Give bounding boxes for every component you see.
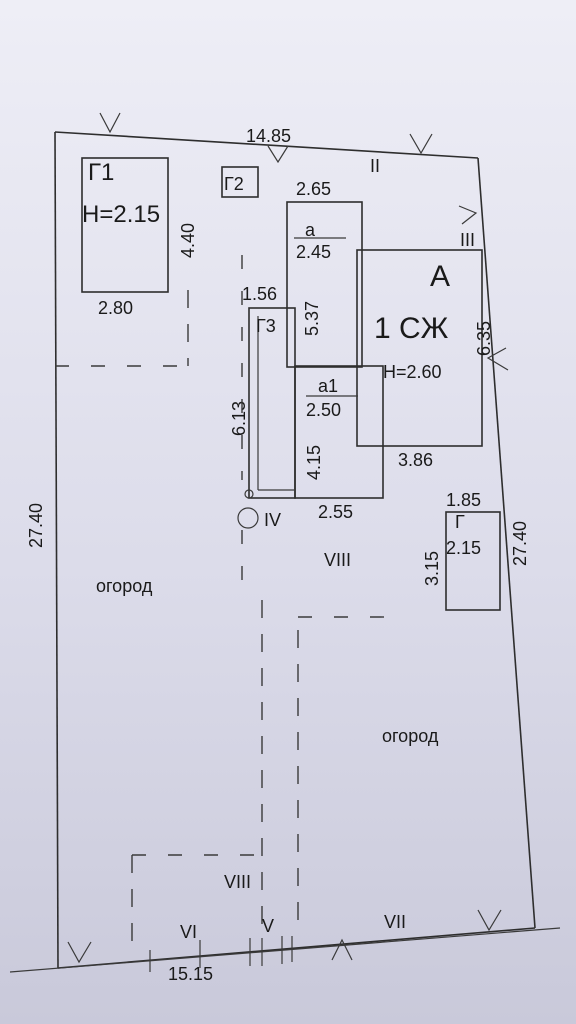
dashed-dividers xyxy=(55,255,400,945)
g1-depth: 4.40 xyxy=(178,223,198,258)
a1-depth: 4.15 xyxy=(304,445,324,480)
g-label: Г xyxy=(455,512,465,532)
plot-top-width: 14.85 xyxy=(246,126,291,146)
g-value: 2.15 xyxy=(446,538,481,558)
extension-a1: а1 2.50 4.15 2.55 xyxy=(294,365,384,522)
g3-label: Г3 xyxy=(256,316,276,336)
marker-vi: VI xyxy=(180,922,197,942)
plot-boundary xyxy=(9,131,561,973)
extension-a: 2.65 а 2.45 5.37 xyxy=(286,179,363,368)
g3-depth: 6.13 xyxy=(229,401,249,436)
marker-ii: II xyxy=(370,156,380,176)
g1-width: 2.80 xyxy=(98,298,133,318)
g-depth: 3.15 xyxy=(422,551,442,586)
garden-right-label: огород xyxy=(382,726,439,746)
plot-right-length: 27.40 xyxy=(510,521,530,566)
marker-v: V xyxy=(262,916,274,936)
marker-iii: III xyxy=(460,230,475,250)
a1-label: а1 xyxy=(318,376,338,396)
marker-iv-label: IV xyxy=(264,510,281,530)
plot-left-length: 27.40 xyxy=(26,503,46,548)
marker-vii: VII xyxy=(384,912,406,932)
main-width: 3.86 xyxy=(398,450,433,470)
a-width-top: 2.65 xyxy=(296,179,331,199)
main-depth: 6.35 xyxy=(474,321,494,356)
a1-value: 2.50 xyxy=(306,400,341,420)
a-depth: 5.37 xyxy=(302,301,322,336)
g1-height: H=2.15 xyxy=(82,201,160,228)
building-g2: Г2 xyxy=(221,166,259,198)
main-house: А 1 СЖ H=2.60 3.86 6.35 xyxy=(356,249,494,470)
building-g3: 1.56 Г3 6.13 xyxy=(229,284,296,499)
main-height: H=2.60 xyxy=(383,362,442,382)
garden-left-label: огород xyxy=(96,576,153,596)
marker-viii-top: VIII xyxy=(324,550,351,570)
a1-width: 2.55 xyxy=(318,502,353,522)
g2-label: Г2 xyxy=(224,174,244,194)
g1-label: Г1 xyxy=(88,159,114,186)
building-g: 1.85 Г 2.15 3.15 xyxy=(422,490,501,611)
a-label: а xyxy=(305,220,316,240)
building-g1: Г1 H=2.15 2.80 4.40 xyxy=(81,157,198,318)
g-width: 1.85 xyxy=(446,490,481,510)
main-type: 1 СЖ xyxy=(374,312,449,345)
boundary-tick-marks xyxy=(67,112,509,972)
marker-iv: IV xyxy=(237,507,281,530)
g3-width: 1.56 xyxy=(242,284,277,304)
plot-bottom-width: 15.15 xyxy=(168,964,213,984)
marker-viii-bottom: VIII xyxy=(224,872,251,892)
main-letter: А xyxy=(430,260,450,293)
a-value: 2.45 xyxy=(296,242,331,262)
